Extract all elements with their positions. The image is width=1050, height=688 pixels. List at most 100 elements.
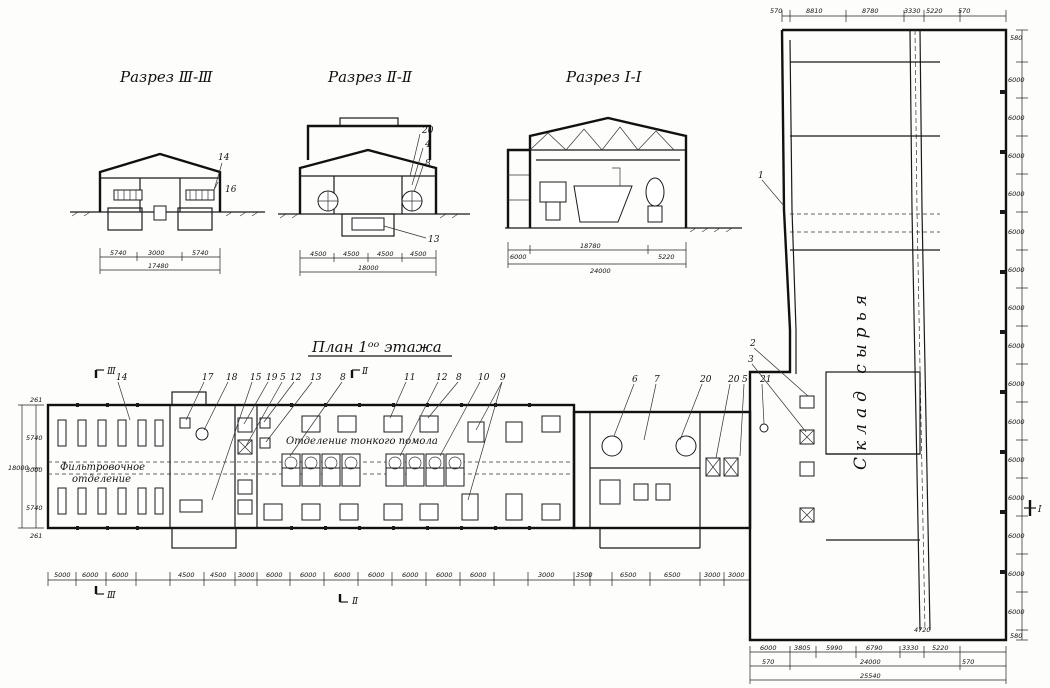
dim-wing-right-1: 6000 — [1008, 76, 1025, 84]
callout-s2-20: 20 — [421, 126, 434, 136]
dim-wing-bottom-5: 3330 — [902, 644, 919, 652]
dim-wing-bottom-6: 5220 — [932, 644, 949, 652]
dim-bottom-16: 6500 — [620, 571, 637, 579]
dim-bottom-8: 6000 — [300, 571, 317, 579]
callout-plan-15: 15 — [250, 373, 262, 383]
dim-wing-right-16: 580 — [1010, 632, 1022, 640]
callout-plan-9: 9 — [500, 373, 506, 383]
callout-wing-3: 3 — [748, 355, 754, 365]
callout-s3-16: 16 — [225, 185, 237, 195]
dim-wing-top-4: 3330 — [904, 7, 921, 15]
callout-s2-4: 4 — [424, 140, 431, 150]
dim-wing-right-7: 6000 — [1008, 304, 1025, 312]
dim-wing-bottom-3: 5990 — [826, 644, 843, 652]
dim-wing-total-2: 25540 — [860, 672, 881, 680]
callout-plan-6: 6 — [632, 375, 638, 385]
room-store: Склад сырья — [851, 289, 871, 470]
dim-wing-bottom-4: 6790 — [866, 644, 883, 652]
callout-plan-12b: 12 — [436, 373, 448, 383]
callout-plan-12a: 12 — [290, 373, 302, 383]
dim-s1-3: 5220 — [658, 253, 675, 261]
dim-s1-2: 18780 — [580, 242, 601, 250]
callout-plan-13: 13 — [310, 373, 322, 383]
dim-s2-3: 4500 — [377, 250, 394, 258]
dim-bottom-18: 3000 — [704, 571, 721, 579]
dim-s1-total: 24000 — [590, 267, 611, 275]
floor-plan: Фильтровочное отделение — [8, 367, 771, 607]
dim-bottom-17: 6500 — [664, 571, 681, 579]
mark-2-top: Ⅱ — [361, 367, 369, 377]
mark-1: Ⅰ — [1037, 505, 1042, 515]
classifier-block-2 — [385, 453, 465, 487]
room-filter-line1: Фильтровочное — [60, 462, 145, 473]
dim-wing-top-1: 570 — [770, 7, 782, 15]
dim-wing-right-4: 6000 — [1008, 190, 1025, 198]
callout-s3-14: 14 — [218, 153, 230, 163]
dim-bottom-9: 6000 — [334, 571, 351, 579]
plan-title: План 1ᵒᵒ этажа — [311, 338, 442, 356]
dim-s2-1: 4500 — [310, 250, 327, 258]
dim-left-2: 5740 — [26, 434, 43, 442]
callout-plan-11: 11 — [404, 373, 415, 383]
callout-wing-5: 5 — [742, 375, 748, 385]
dim-bottom-7: 6000 — [266, 571, 283, 579]
ball-mills-bottom — [263, 493, 561, 521]
mark-3-bottom: Ⅲ — [106, 591, 116, 601]
dim-wing-right-group: 580 6000 6000 6000 6000 6000 6000 6000 6… — [1008, 34, 1025, 640]
dim-wing-right-2: 6000 — [1008, 114, 1025, 122]
dim-s3-1: 5740 — [110, 249, 127, 257]
dim-wing-right-13: 6000 — [1008, 532, 1025, 540]
mark-3-top: Ⅲ — [106, 367, 116, 377]
dim-wing-top-3: 8780 — [862, 7, 879, 15]
ball-mills-top — [301, 415, 561, 443]
filter-presses — [57, 419, 164, 515]
dim-wing-top-2: 8810 — [806, 7, 823, 15]
callout-plan-20a: 20 — [699, 375, 712, 385]
dim-wing-right-5: 6000 — [1008, 228, 1025, 236]
dim-wing-right-14: 6000 — [1008, 570, 1025, 578]
dim-wing-extra-1: 570 — [762, 658, 774, 666]
dim-bottom-13: 6000 — [470, 571, 487, 579]
callout-plan-14: 14 — [116, 373, 128, 383]
mark-2-bottom: Ⅱ — [351, 597, 359, 607]
callout-plan-8b: 8 — [456, 373, 462, 383]
section-3-title: Разрез Ⅲ-Ⅲ — [119, 68, 213, 86]
dim-s3-3: 5740 — [192, 249, 209, 257]
dim-left-1: 261 — [30, 396, 42, 404]
dim-wing-right-6: 6000 — [1008, 266, 1025, 274]
dim-left-3: 3000 — [26, 466, 43, 474]
room-fine-grind: Отделение тонкого помола — [286, 436, 438, 447]
dim-bottom-11: 6000 — [402, 571, 419, 579]
dim-wing-right-9: 6000 — [1008, 380, 1025, 388]
dim-wing-right-8: 6000 — [1008, 342, 1025, 350]
dim-wing-top-5: 5220 — [926, 7, 943, 15]
dim-bottom-5: 4500 — [210, 571, 227, 579]
dim-wing-right-11: 6000 — [1008, 456, 1025, 464]
dim-bottom-1: 5000 — [54, 571, 71, 579]
dim-bottom-4: 4500 — [178, 571, 195, 579]
dim-bottom-3: 6000 — [112, 571, 129, 579]
dim-bottom-10: 6000 — [368, 571, 385, 579]
dim-s3-2: 3000 — [148, 249, 165, 257]
dim-left-5: 261 — [30, 532, 42, 540]
callout-plan-7: 7 — [654, 375, 660, 385]
callout-plan-21: 21 — [759, 375, 771, 385]
section-3-3: Разрез Ⅲ-Ⅲ 14 16 5740 3000 5740 1748 — [70, 68, 265, 274]
dim-bottom-14: 3000 — [538, 571, 555, 579]
callout-s2-8: 8 — [425, 159, 431, 169]
dim-wing-right-12: 6000 — [1008, 494, 1025, 502]
plan-top-callouts: 14 17 18 15 19 5 12 13 8 11 12 8 10 — [116, 373, 771, 501]
callout-plan-10: 10 — [478, 373, 490, 383]
callout-wing-2: 2 — [749, 339, 756, 349]
section-1-1: Разрез Ⅰ-Ⅰ 6000 18780 5220 24000 — [505, 68, 742, 275]
room-filter-line2: отделение — [72, 474, 131, 485]
callout-plan-20b: 20 — [727, 375, 740, 385]
dim-s2-2: 4500 — [343, 250, 360, 258]
callout-wing-1: 1 — [758, 171, 764, 181]
dim-left-total: 18000 — [8, 464, 29, 472]
section-2-title: Разрез Ⅱ-Ⅱ — [327, 68, 413, 86]
callout-s2-13: 13 — [428, 235, 440, 245]
dim-wing-right-10: 6000 — [1008, 418, 1025, 426]
dim-wing-right-15: 6000 — [1008, 608, 1025, 616]
